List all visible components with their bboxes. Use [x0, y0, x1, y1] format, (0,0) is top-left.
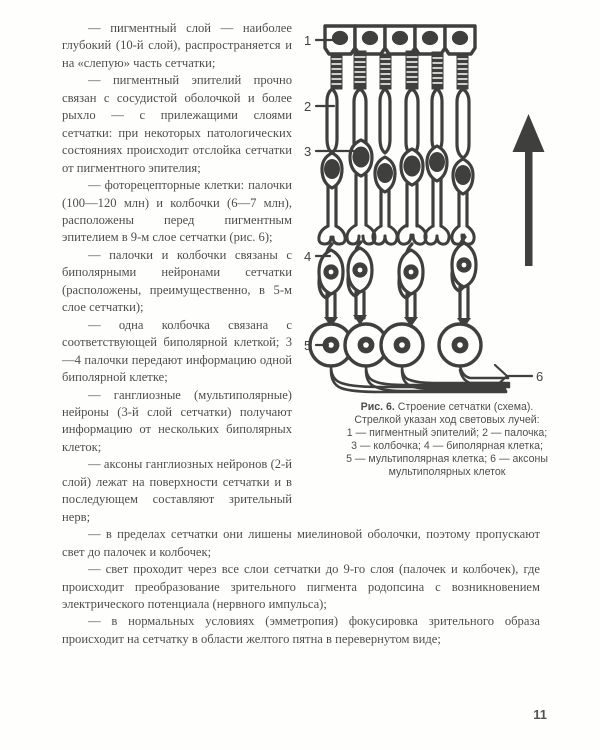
caption-line-4: 3 — колбочка; 4 — биполярная клетка;	[351, 440, 543, 453]
paragraph-9: — свет проходит через все слои сетчатки …	[62, 562, 540, 611]
caption-figure-number: Рис. 6.	[360, 401, 395, 413]
caption-line-5: 5 — мультиполярная клетка; 6 — аксоны	[346, 453, 548, 466]
callout-5: 5	[304, 338, 311, 353]
paragraph-10: — в нормальных условиях (эмметропия) фок…	[62, 614, 540, 646]
callout-1: 1	[304, 33, 311, 48]
figure-caption: Рис. 6. Строение сетчатки (схема). Стрел…	[304, 401, 590, 480]
retina-diagram: 1 2 3 4 5 6	[302, 18, 592, 396]
figure-wrap-spacer	[292, 20, 540, 510]
caption-line-6: мультиполярных клеток	[388, 466, 506, 479]
callout-6: 6	[536, 369, 543, 384]
paragraph-8: — в пределах сетчатки они лишены миелино…	[62, 527, 540, 559]
page-number: 11	[533, 707, 547, 722]
figure-retina-structure: 1 2 3 4 5 6 Рис. 6. Строение сетчатки (с…	[302, 18, 592, 510]
paragraph-7: — аксоны ганглиозных нейронов (2-й слой)…	[62, 457, 292, 524]
callout-4: 4	[304, 249, 311, 264]
callout-3: 3	[304, 144, 311, 159]
callout-2: 2	[304, 99, 311, 114]
paragraph-1: — пигментный слой — наиболее глубокий (1…	[62, 21, 292, 70]
paragraph-2: — пигментный эпителий прочно связан с со…	[62, 73, 292, 175]
paragraph-5: — одна колбочка связана с соответствующе…	[62, 317, 292, 385]
caption-title: Строение сетчатки (схема).	[394, 401, 534, 413]
body-text: — пигментный слой — наиболее глубокий (1…	[62, 20, 540, 648]
paragraph-3: — фоторецепторные клетки: палочки (100—1…	[62, 178, 292, 245]
caption-line-1: Рис. 6. Строение сетчатки (схема).	[304, 401, 590, 414]
caption-line-2: Стрелкой указан ход световых лучей:	[354, 414, 540, 427]
caption-line-3: 1 — пигментный эпителий; 2 — палочка;	[346, 427, 548, 440]
paragraph-6: — ганглиозные (мультиполярные) нейроны (…	[62, 387, 292, 454]
paragraph-4: — палочки и колбочки связаны с биполярны…	[62, 247, 292, 315]
